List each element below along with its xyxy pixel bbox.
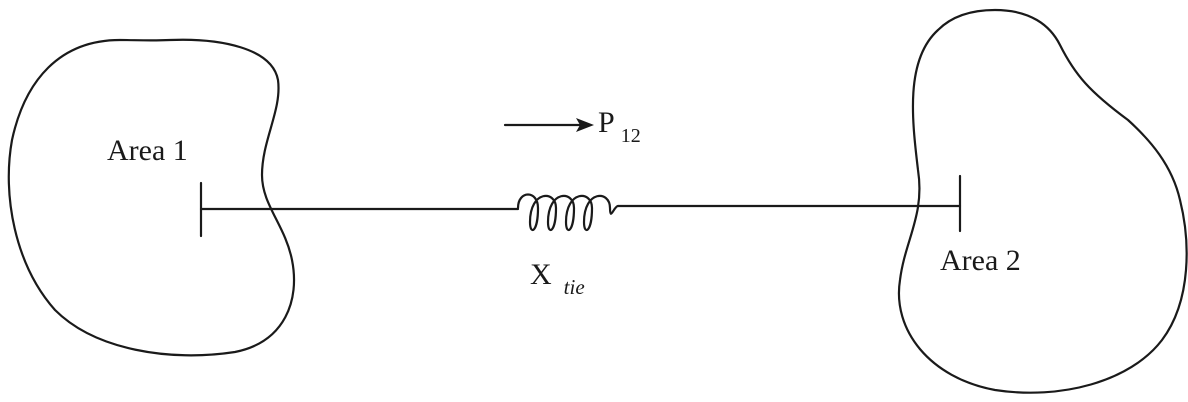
- area-2-boundary: [897, 8, 1188, 394]
- tie-reactance-symbol: X: [530, 258, 552, 291]
- tie-reactance-label: X tie: [530, 258, 585, 299]
- power-flow-subscript: 12: [621, 125, 641, 147]
- tie-line-inductor-coil: [516, 193, 620, 232]
- power-flow-symbol: P: [598, 106, 615, 139]
- tie-reactance-subscript: tie: [564, 275, 585, 299]
- power-flow-arrow-head: [576, 118, 594, 132]
- area-1-label: Area 1: [107, 134, 188, 167]
- power-flow-label: P 12: [598, 106, 641, 147]
- area-1-boundary: [7, 38, 296, 357]
- area-2-label: Area 2: [940, 244, 1021, 277]
